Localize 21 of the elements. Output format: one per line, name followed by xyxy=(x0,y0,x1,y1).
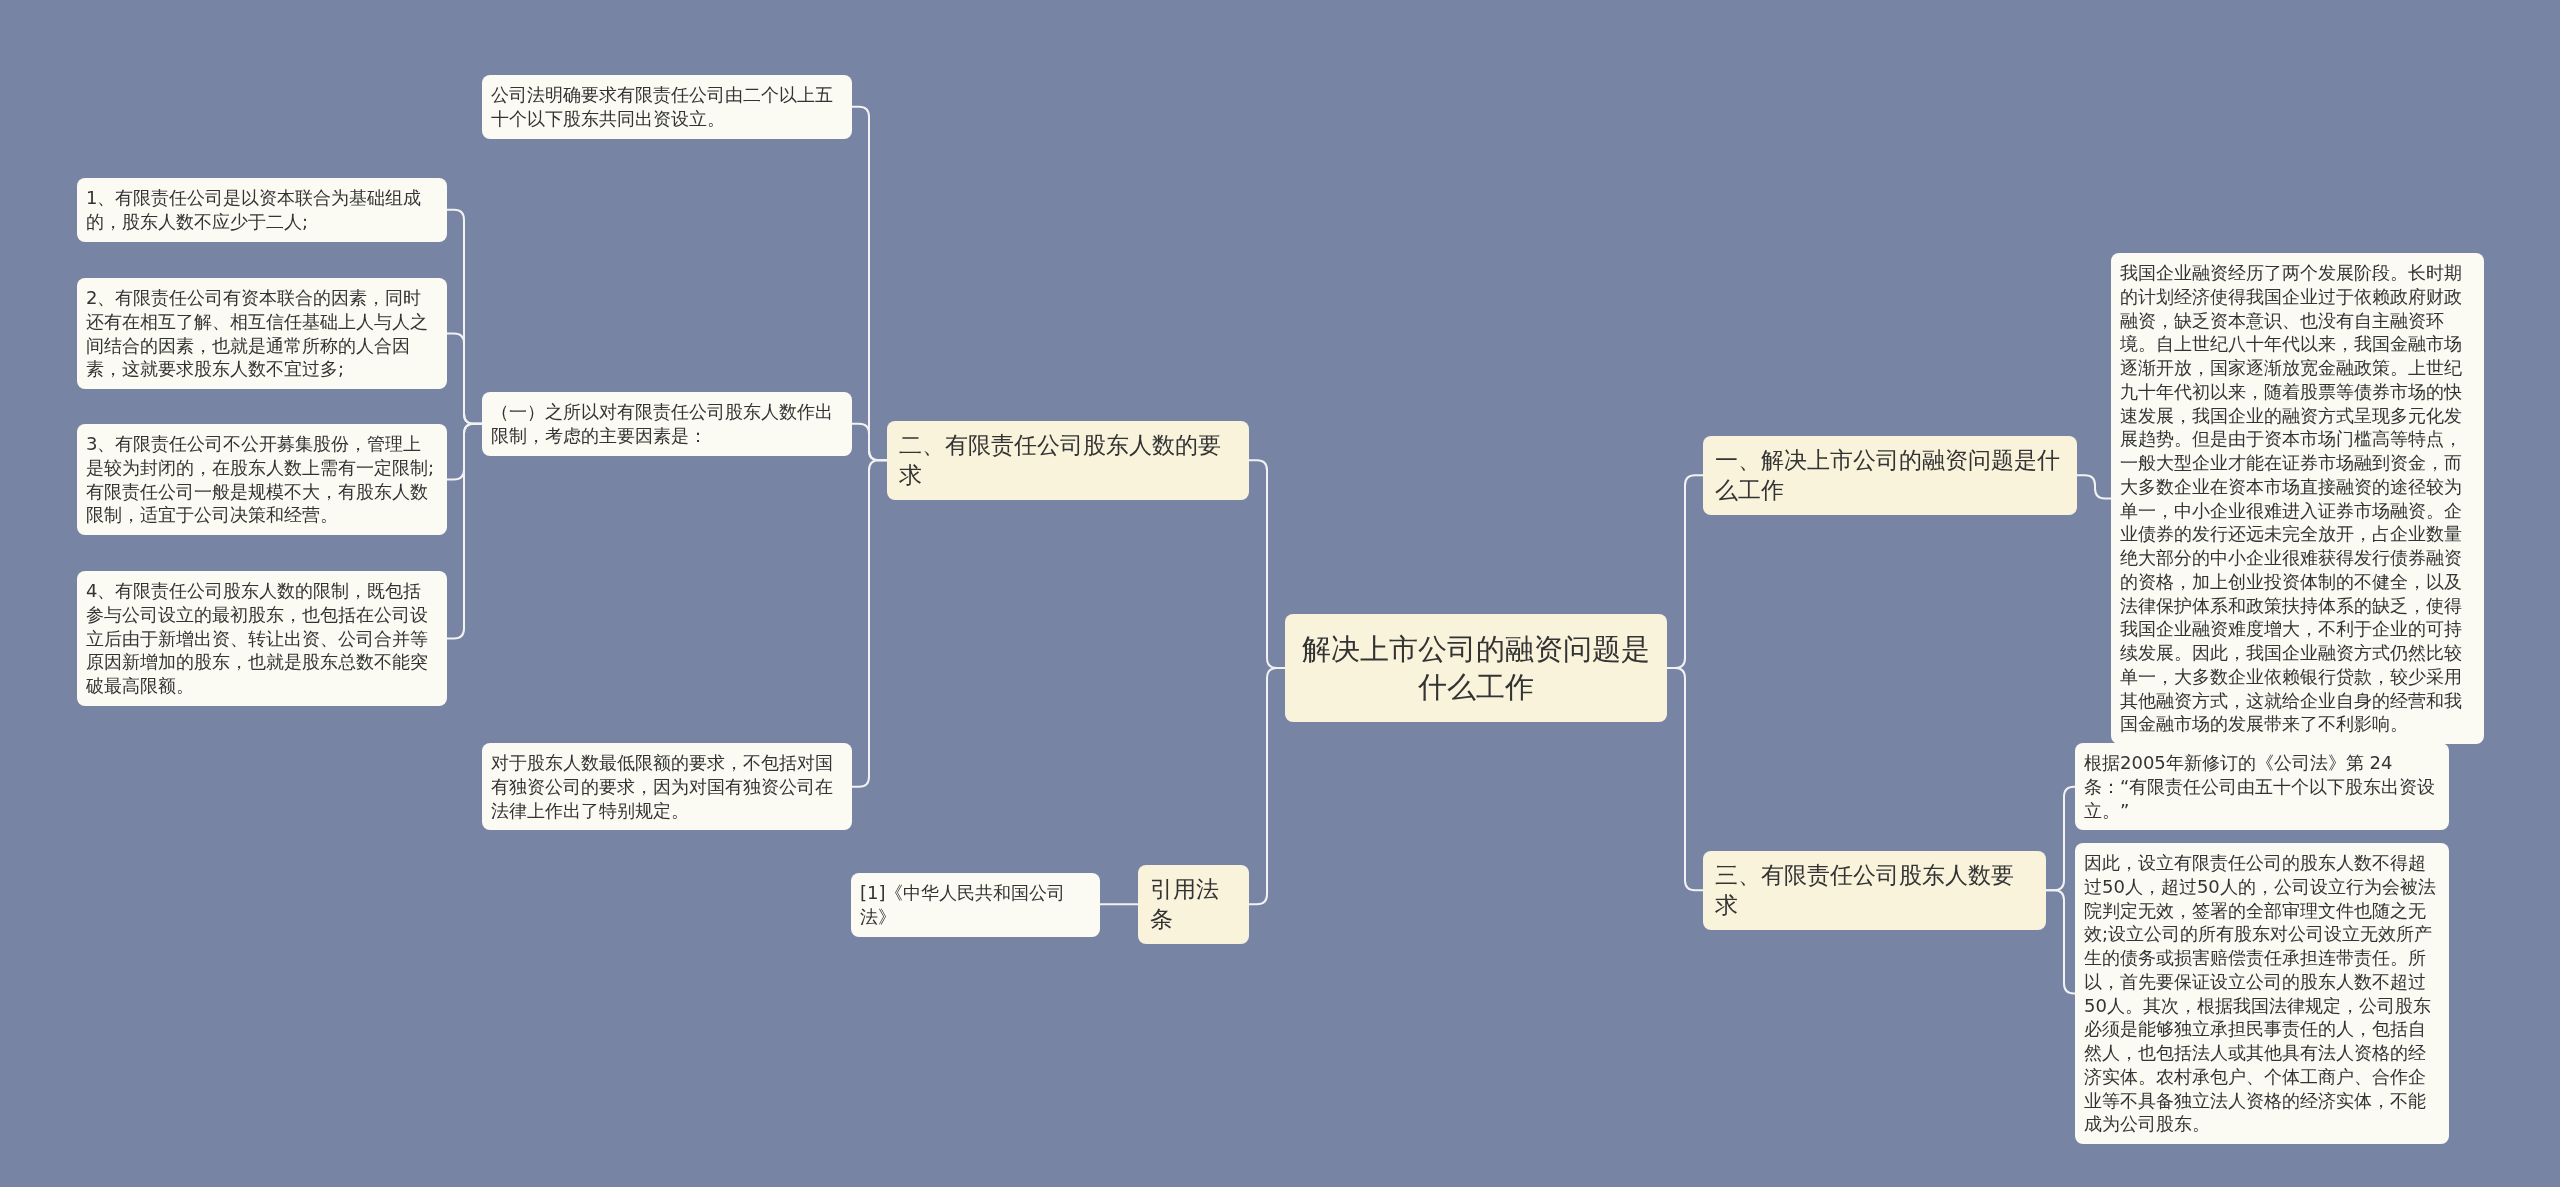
text-box: 因此，设立有限责任公司的股东人数不得超过50人，超过50人的，公司设立行为会被法院判定无效，签署的全部审理文件也随之无效;设立公司的所有股东对公司设立无效所产生的债务或损害赔偿责任承担连带责任。所以，首先要保证设立公司的股东人数不超过50人。其次，根据我国法律规定，公司股东必须是能够独立承担民事责任的人，包括自然人，也包括法人或其他具有法人资格的经济实体。农村承包户、个体工商户、合作企业等不具备独立法人资格的经济实体，不能成为公司股东。 xyxy=(2075,843,2449,1144)
connector-line xyxy=(1248,667,1286,906)
text-box: 对于股东人数最低限额的要求，不包括对国有独资公司的要求，因为对国有独资公司在法律上作出了特别规定。 xyxy=(482,743,852,831)
text-box: 1、有限责任公司是以资本联合为基础组成的，股东人数不应少于二人; xyxy=(77,178,447,242)
topic-box: 一、解决上市公司的融资问题是什么工作 xyxy=(1703,436,2077,515)
text-box: （一）之所以对有限责任公司股东人数作出限制，考虑的主要因素是： xyxy=(482,392,852,456)
connector-line xyxy=(1666,667,1704,892)
text-box: 我国企业融资经历了两个发展阶段。长时期的计划经济使得我国企业过于依赖政府财政融资，缺乏资本意识、也没有自主融资环境。自上世纪八十年代以来，我国金融市场逐渐开放，国家逐渐放宽金融政策。上世纪九十年代初以来，随着股票等债券市场的快速发展，我国企业的融资方式呈现多元化发展趋势。但是由于资本市场门槛高等特点，一般大型企业才能在证券市场融到资金，而大多数企业在资本市场直接融资的途径较为单一，中小企业很难进入证券市场融资。企业债券的发行还远未完全放开，占企业数量绝大部分的中小企业很难获得发行债券融资的资格，加上创业投资体制的不健全，以及法律保护体系和政策扶持体系的缺乏，使得我国企业融资难度增大，不利于企业的可持续发展。因此，我国企业融资方式仍然比较单一，大多数企业依赖银行贷款，较少采用其他融资方式，这就给企业自身的经营和我国金融市场的发展带来了不利影响。 xyxy=(2111,253,2484,744)
text-box: [1]《中华人民共和国公司法》 xyxy=(851,873,1100,937)
connector-line xyxy=(1099,903,1139,906)
text-box: 3、有限责任公司不公开募集股份，管理上是较为封闭的，在股东人数上需有一定限制;有限责任公司一般是规模不大，有股东人数限制，适宜于公司决策和经营。 xyxy=(77,424,447,535)
text-box: 4、有限责任公司股东人数的限制，既包括参与公司设立的最初股东，也包括在公司设立后由于新增出资、转让出资、公司合并等原因新增加的股东，也就是股东总数不能突破最高限额。 xyxy=(77,571,447,706)
center-topic-box: 解决上市公司的融资问题是什么工作 xyxy=(1285,614,1667,722)
text-box: 公司法明确要求有限责任公司由二个以上五十个以下股东共同出资设立。 xyxy=(482,75,852,139)
topic-box: 引用法条 xyxy=(1138,865,1249,944)
topic-box: 二、有限责任公司股东人数的要求 xyxy=(887,421,1249,500)
topic-box: 三、有限责任公司股东人数要求 xyxy=(1703,851,2046,930)
text-box: 2、有限责任公司有资本联合的因素，同时还有在相互了解、相互信任基础上人与人之间结合的因素，也就是通常所称的人合因素，这就要求股东人数不宜过多; xyxy=(77,278,447,389)
text-box: 根据2005年新修订的《公司法》第 24条：“有限责任公司由五十个以下股东出资设立。” xyxy=(2075,743,2449,831)
connector-line xyxy=(2045,889,2076,995)
connector-line xyxy=(2076,474,2112,500)
